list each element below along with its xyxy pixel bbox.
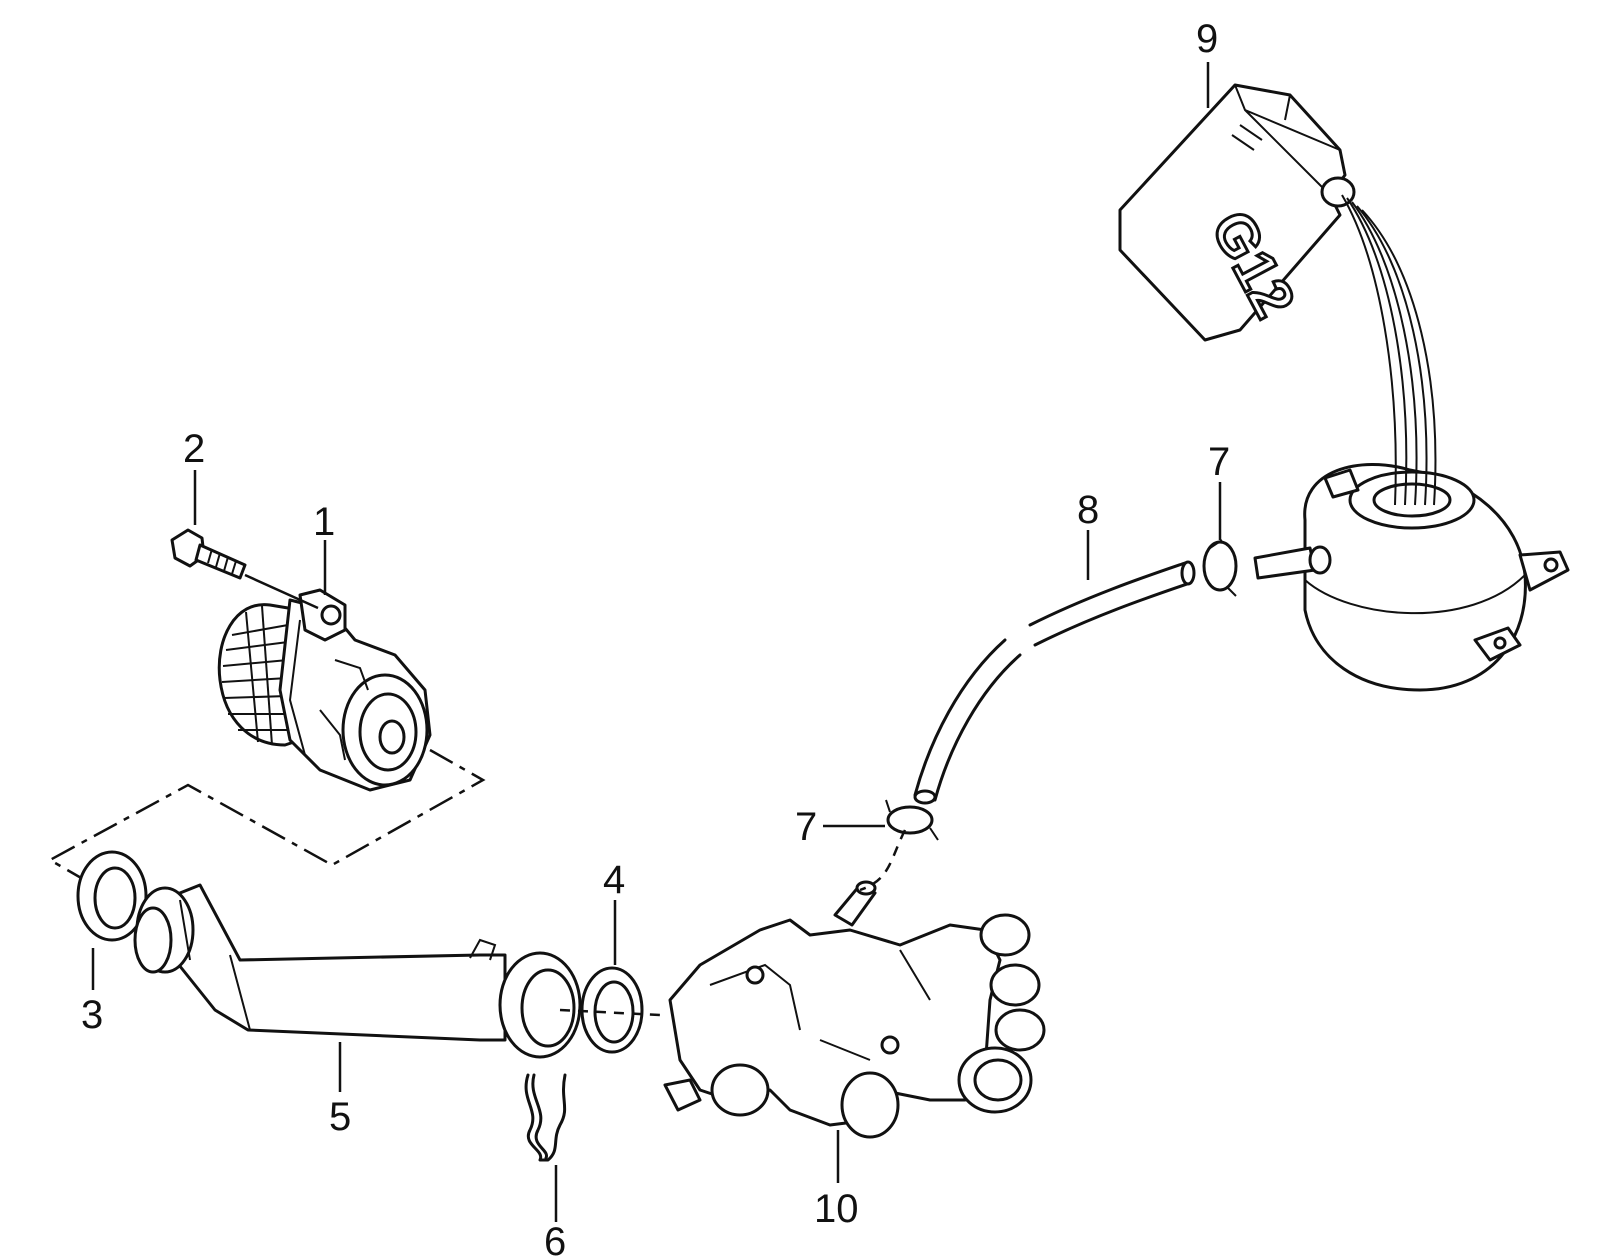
callout-7-upper: 7 (1208, 440, 1230, 484)
assembly-guide-line (47, 748, 486, 907)
leader-lines (91, 62, 1222, 1222)
callout-4: 4 (603, 858, 625, 902)
hose-clip-upper (1202, 539, 1238, 597)
callout-3: 3 (81, 993, 103, 1037)
callout-2: 2 (183, 427, 205, 471)
callout-6: 6 (544, 1220, 566, 1257)
callout-10: 10 (814, 1187, 859, 1231)
hose-to-flange-line (859, 829, 907, 892)
seal-ring-4 (580, 966, 644, 1054)
retaining-clip (524, 1073, 567, 1162)
hose-clip-lower (885, 799, 939, 841)
coolant-hose (913, 560, 1196, 805)
seal-ring-3 (76, 850, 148, 942)
coolant-pipe (133, 883, 582, 1059)
water-pump (217, 588, 432, 792)
bolt (170, 528, 247, 580)
callout-5: 5 (329, 1095, 351, 1139)
coolant-flange (663, 880, 1046, 1139)
callout-9: 9 (1196, 17, 1218, 61)
pouring-stream (1341, 194, 1437, 506)
bolt-axis-line (244, 573, 319, 610)
callout-8: 8 (1077, 488, 1099, 532)
coolant-canister: G12 (1118, 83, 1356, 342)
expansion-tank (1253, 462, 1570, 692)
callout-7-lower: 7 (795, 805, 817, 849)
callout-1: 1 (313, 500, 335, 544)
